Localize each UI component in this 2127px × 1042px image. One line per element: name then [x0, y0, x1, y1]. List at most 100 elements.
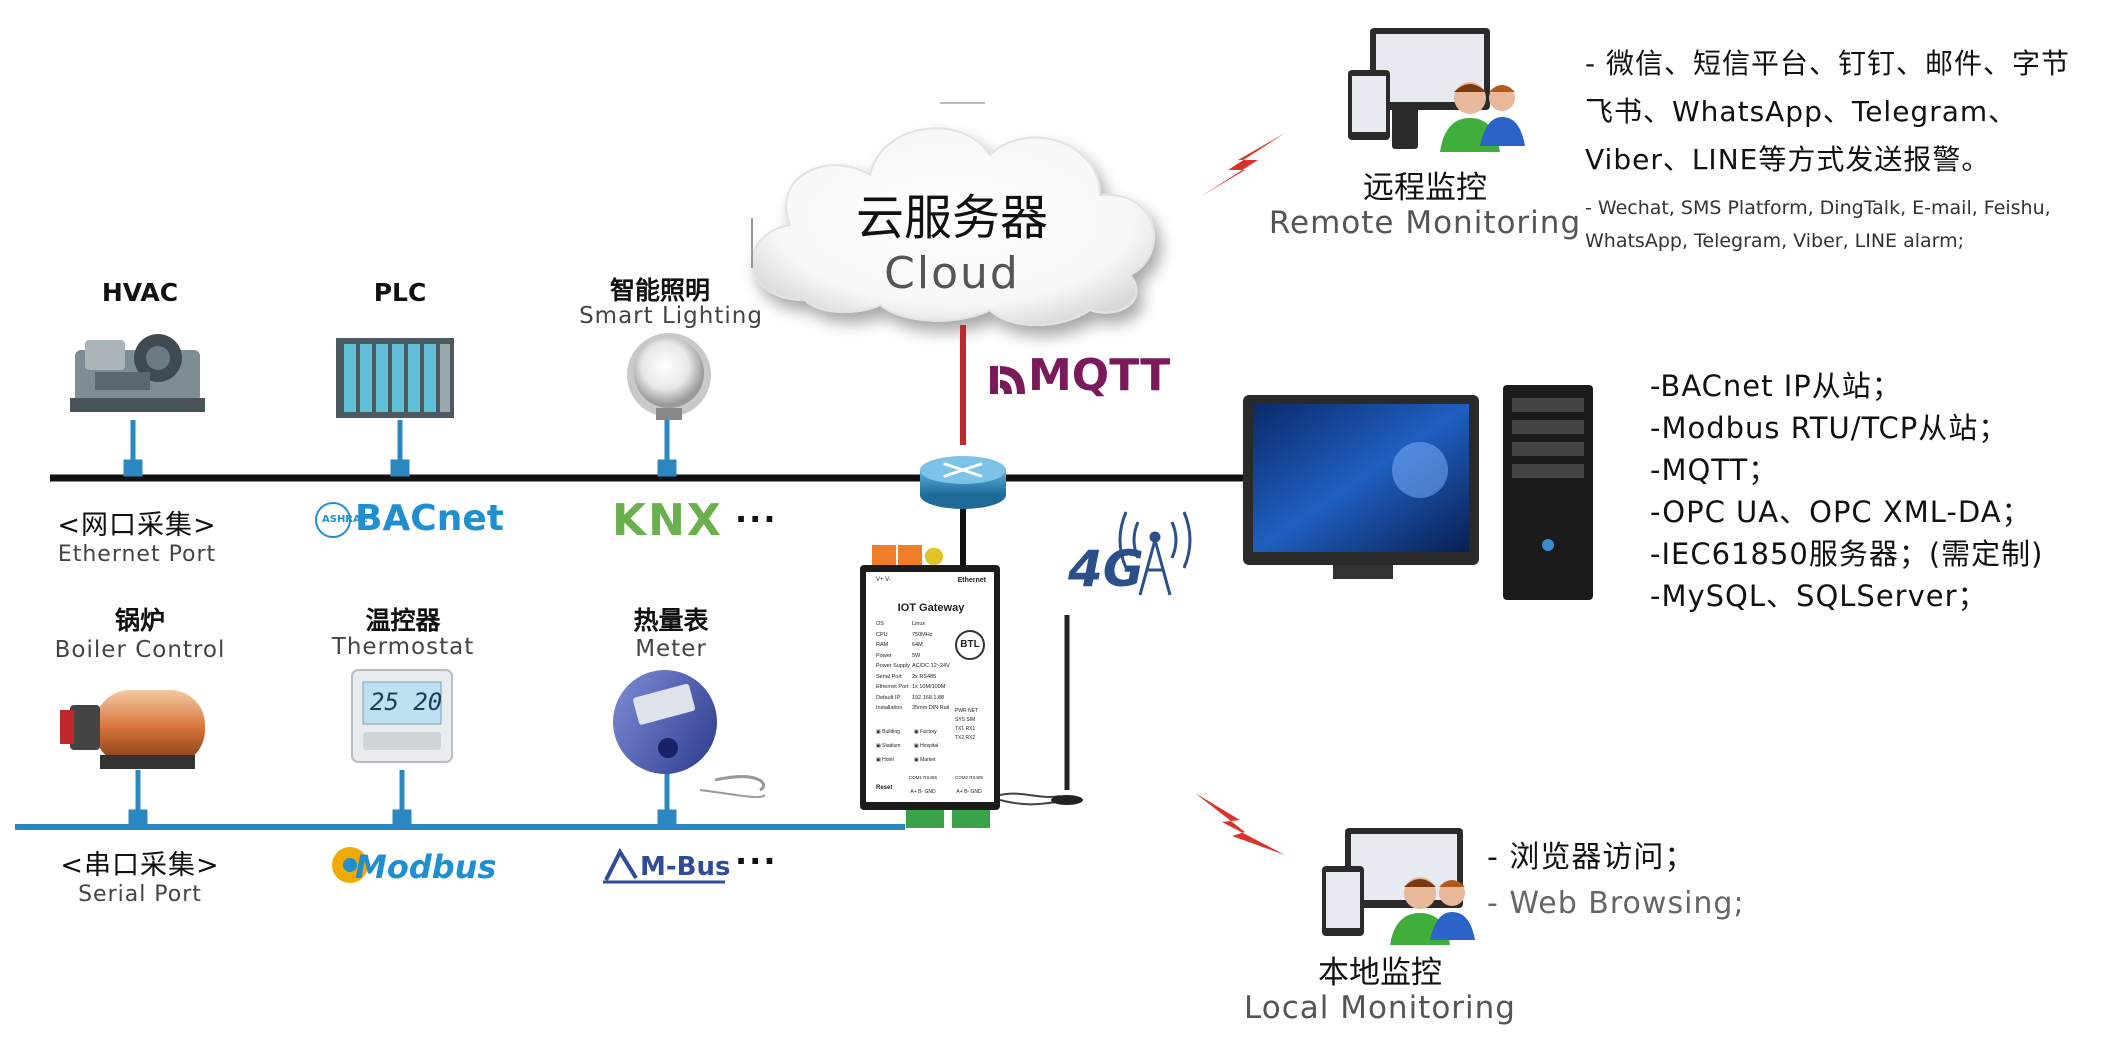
- gateway-spec-key: Ethernet Port: [876, 684, 909, 690]
- ethernet-more-protocols: ···: [735, 500, 778, 538]
- server-feature-item: -BACnet IP从站；: [1650, 369, 1902, 403]
- thermostat-display: 25 20: [370, 688, 443, 716]
- gateway-spec-key: Installation: [876, 705, 903, 711]
- gateway-com2-label: COM2 RS485: [954, 775, 983, 780]
- thermostat-icon: [351, 669, 453, 763]
- cloud-shape: [751, 127, 1155, 326]
- serial-more-protocols: ···: [735, 842, 778, 880]
- server-feature-item: -Modbus RTU/TCP从站；: [1650, 411, 2009, 445]
- gateway-application-item: ▣ Market: [914, 757, 936, 763]
- gateway-spec-value: 192.168.1.88: [912, 694, 945, 701]
- gateway-application-item: ▣ Stadium: [876, 743, 901, 749]
- remote-alarm-en: - Wechat, SMS Platform, DingTalk, E-mail…: [1585, 197, 2051, 252]
- device-boiler-label-zh: 锅炉: [114, 606, 166, 635]
- hvac-chiller-icon: [70, 334, 205, 412]
- gateway-spec-value: AC/DC 12~24V: [912, 663, 950, 669]
- ashrae-text: ASHRAE: [322, 514, 368, 525]
- serial-bus-label-zh: <串口采集>: [60, 850, 220, 881]
- gateway-application-icons: ▣ Building▣ Factory▣ Stadium▣ Hospital▣ …: [876, 725, 952, 767]
- knx-logo: KNX: [612, 495, 723, 546]
- gateway-spec-value: 5W: [912, 652, 921, 659]
- gateway-com1-pins: A+ B- GND: [910, 789, 936, 795]
- gateway-spec-value: 1x 10M/100M: [912, 684, 946, 690]
- cellular-tower-icon: [1118, 511, 1192, 596]
- serial-drops: [128, 770, 677, 827]
- gateway-spec-value: 64M: [912, 642, 923, 648]
- mbus-logo-mark: [604, 847, 638, 881]
- ethernet-bus-label: <网口采集> Ethernet Port: [57, 510, 216, 569]
- ethernet-drops: [123, 420, 677, 477]
- mqtt-label: MQTT: [1028, 350, 1171, 401]
- gateway-led-row: PWR NET: [955, 708, 979, 714]
- gateway-spec-key: Power Supply: [876, 663, 910, 669]
- device-meter-label-zh: 热量表: [633, 606, 709, 635]
- gateway-com2-pins: A+ B- GND: [956, 789, 982, 795]
- local-monitoring-title-zh: 本地监控: [1318, 955, 1442, 991]
- local-feature-en: - Web Browsing;: [1487, 886, 1745, 921]
- ethernet-bus-label-en: Ethernet Port: [57, 542, 217, 568]
- gateway-spec-key: Serial Port: [876, 673, 902, 680]
- server-workstation-icon: [1243, 385, 1593, 600]
- gateway-spec-key: RAM: [876, 642, 889, 648]
- btl-logo: BTL: [955, 630, 985, 660]
- iot-gateway-device: [860, 545, 1083, 828]
- mbus-logo: M-Bus: [640, 852, 731, 882]
- gateway-title: IOT Gateway: [897, 602, 965, 614]
- device-hvac-label: HVAC: [101, 278, 179, 307]
- plc-icon: [336, 338, 454, 418]
- device-thermostat-label-zh: 温控器: [365, 606, 441, 635]
- gateway-spec-key: Power: [876, 652, 892, 659]
- modbus-logo-mark: [332, 847, 368, 883]
- cloud-title-zh: 云服务器: [855, 190, 1049, 246]
- gateway-led-row: SYS SIM: [955, 717, 976, 723]
- lightbulb-icon: [627, 333, 711, 420]
- lightning-bolt-remote: [1200, 133, 1285, 197]
- gateway-application-item: ▣ Hospital: [914, 743, 939, 749]
- gateway-reset-label: Reset: [876, 785, 893, 791]
- gateway-application-item: ▣ Hotel: [876, 757, 894, 763]
- device-boiler-label-en: Boiler Control: [54, 637, 226, 663]
- device-plc-label: PLC: [373, 278, 427, 307]
- server-feature-item: -IEC61850服务器；(需定制): [1650, 537, 2044, 571]
- cloud-title-en: Cloud: [884, 248, 1020, 299]
- gateway-spec-row: Power 5W: [876, 651, 951, 662]
- gateway-spec-value: 2x RS485: [912, 673, 937, 680]
- gateway-com1-label: COM1 RS485: [908, 775, 937, 780]
- server-feature-item: -OPC UA、OPC XML-DA；: [1650, 495, 2032, 529]
- device-lighting-label-zh: 智能照明: [609, 276, 711, 305]
- gateway-spec-key: Default IP: [876, 694, 901, 701]
- gateway-application-item: ▣ Building: [876, 729, 900, 735]
- remote-monitoring-icon: [1348, 28, 1525, 152]
- local-feature-zh: - 浏览器访问；: [1487, 840, 1696, 875]
- mqtt-logo-mark: [990, 366, 1025, 394]
- local-monitoring-icon: [1322, 828, 1475, 945]
- cellular-label: 4G: [1068, 540, 1144, 598]
- ashrae-badge: [315, 502, 351, 538]
- lightning-bolt-local: [1195, 793, 1285, 855]
- router-icon: [920, 456, 1006, 509]
- remote-alarm-zh: - 微信、短信平台、钉钉、邮件、字节飞书、WhatsApp、Telegram、V…: [1585, 47, 2071, 176]
- gateway-spec-key: CPU: [876, 631, 888, 638]
- ethernet-bus-label-zh: <网口采集>: [57, 510, 217, 541]
- gateway-spec-key: OS: [876, 621, 884, 627]
- gateway-spec-row: RAM 64M: [876, 640, 951, 651]
- modbus-logo: Modbus: [355, 848, 497, 886]
- bacnet-logo: BACnet: [355, 498, 504, 539]
- gateway-power-label: V+ V-: [876, 577, 891, 583]
- device-meter-label-en: Meter: [635, 636, 707, 662]
- remote-monitoring-title-zh: 远程监控: [1363, 170, 1487, 206]
- gateway-led-row: TX2 RX2: [955, 735, 976, 741]
- local-monitoring-features: - 浏览器访问； - Web Browsing;: [1487, 835, 1745, 927]
- device-thermostat-label-en: Thermostat: [331, 634, 475, 660]
- gateway-spec-row: Serial Port 2x RS485: [876, 672, 951, 683]
- serial-bus-label: <串口采集> Serial Port: [60, 850, 219, 909]
- gateway-spec-row: Default IP 192.168.1.88: [876, 693, 951, 704]
- server-feature-item: -MQTT；: [1650, 453, 1779, 487]
